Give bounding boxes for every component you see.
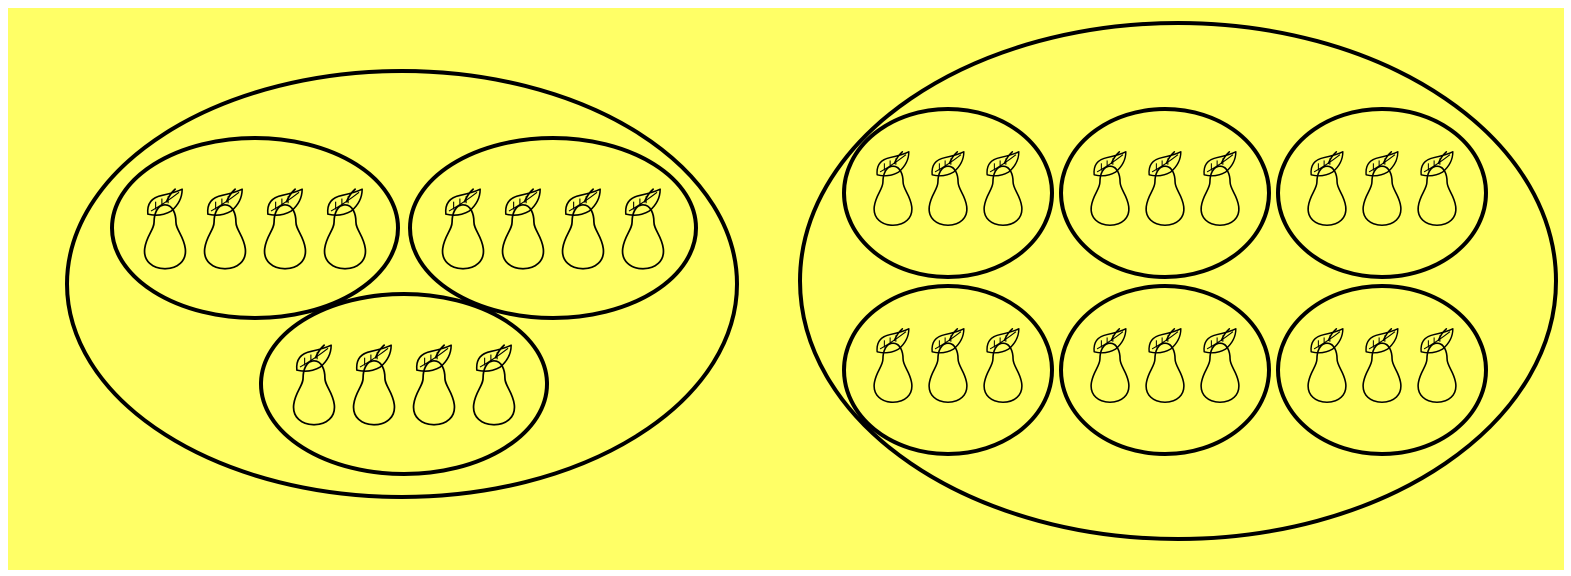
background bbox=[8, 8, 1564, 570]
grouping-diagram bbox=[8, 8, 1564, 570]
diagram-panel bbox=[8, 8, 1564, 570]
